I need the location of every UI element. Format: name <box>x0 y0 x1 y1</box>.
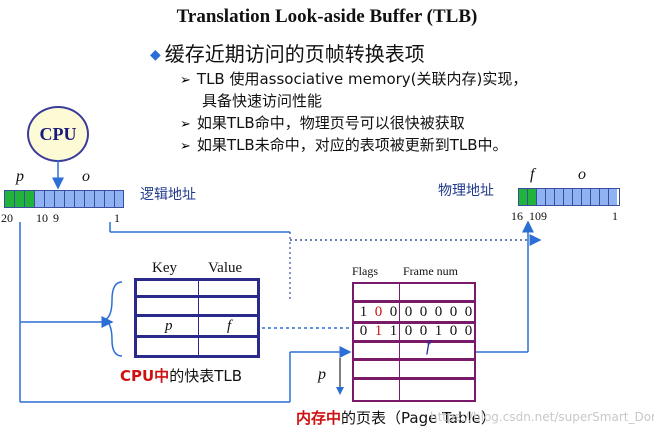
logical-p-label: p <box>16 168 24 185</box>
arrow-bullet-icon: ➢ <box>180 117 191 132</box>
tlb-value-header: Value <box>208 260 243 276</box>
sub-point-2: ➢如果TLB命中，物理页号可以很快被获取 <box>180 114 465 132</box>
logical-bit-1: 1 <box>114 211 120 225</box>
tlb-p-entry: p <box>165 318 173 334</box>
pt-p-label: p <box>318 366 326 383</box>
tlb-brace <box>103 281 123 357</box>
main-point-text: 缓存近期访问的页帧转换表项 <box>164 42 425 66</box>
physical-bit-9: 9 <box>541 209 547 223</box>
logical-bit-9: 9 <box>53 211 59 225</box>
logical-o-label: o <box>82 168 90 185</box>
cpu-label: CPU <box>39 123 77 144</box>
sub-point-1: ➢TLB 使用associative memory(关联内存)实现， <box>180 70 528 88</box>
slide-title: Translation Look-aside Buffer (TLB) <box>176 6 478 27</box>
sub-point-1b: 具备快速访问性能 <box>202 92 323 110</box>
tlb-table: p f <box>134 278 260 358</box>
logical-address-label: 逻辑地址 <box>140 187 196 203</box>
watermark: https://blog.csdn.net/superSmart_Dong <box>430 410 654 424</box>
sub-point-3: ➢如果TLB未命中，对应的表项被更新到TLB中。 <box>180 136 508 154</box>
physical-f-label: f <box>530 166 535 183</box>
logical-bit-20: 20 <box>1 211 13 225</box>
tlb-key-header: Key <box>152 260 177 276</box>
physical-bit-10: 10 <box>529 209 541 223</box>
pt-flags-header: Flags <box>352 264 379 278</box>
logical-address-register <box>4 190 124 208</box>
arrow-bullet-icon: ➢ <box>180 73 191 88</box>
physical-bit-16: 16 <box>511 209 523 223</box>
tlb-caption: CPU中的快表TLB <box>120 367 242 385</box>
physical-address-label: 物理地址 <box>438 183 494 199</box>
page-table-caption: 内存中的页表（Page Table） <box>296 409 496 427</box>
diamond-bullet-icon: ◆ <box>150 47 161 63</box>
arrow-bullet-icon: ➢ <box>180 139 191 154</box>
physical-address-register <box>518 188 620 206</box>
logical-bit-10: 10 <box>36 211 48 225</box>
tlb-f-entry: f <box>227 318 232 334</box>
pt-f-entry: f <box>426 338 431 355</box>
pt-frame-header: Frame num <box>403 264 458 278</box>
physical-bit-1: 1 <box>612 209 618 223</box>
main-bullet: ◆缓存近期访问的页帧转换表项 <box>150 38 425 67</box>
physical-o-label: o <box>578 166 586 183</box>
